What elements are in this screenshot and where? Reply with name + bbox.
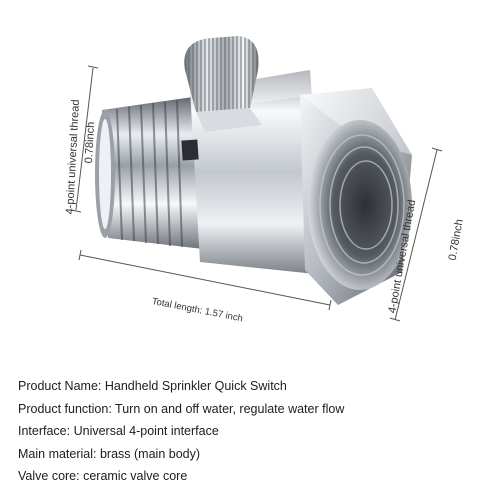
dimension-lines <box>70 65 443 322</box>
male-thread-end <box>95 96 212 250</box>
hex-nut <box>300 88 412 305</box>
spec-valve-core: Valve core: ceramic valve core <box>18 469 188 483</box>
spec-product-name: Product Name: Handheld Sprinkler Quick S… <box>18 379 287 393</box>
left-size-label: 0.78inch <box>83 121 98 164</box>
spec-main-material: Main material: brass (main body) <box>18 446 201 461</box>
spec-interface: Interface: Universal 4-point interface <box>18 424 219 438</box>
valve-svg <box>70 36 443 322</box>
product-illustration: 4-point universal thread 0.78inch 4-poin… <box>64 36 466 324</box>
knurled-knob <box>184 36 262 132</box>
spec-list: Product Name: Handheld Sprinkler Quick S… <box>18 377 488 490</box>
spec-product-function: Product function: Turn on and off water,… <box>18 401 345 416</box>
